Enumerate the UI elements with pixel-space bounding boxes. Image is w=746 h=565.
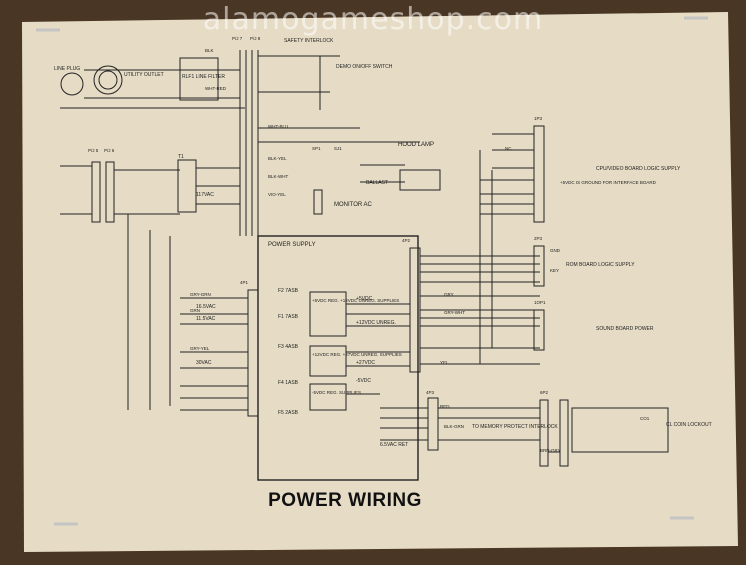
connector-label: 6P2	[540, 390, 549, 395]
label-65vac-ret: 6.5VAC RET	[380, 442, 408, 448]
label-ballast: BALLAST	[366, 180, 388, 186]
label-fuse-f1: F1 7ASB	[278, 314, 299, 320]
label-165vac: 16.5VAC	[196, 304, 216, 310]
label-30vac: 30VAC	[196, 360, 212, 366]
label-power-supply: POWER SUPPLY	[268, 242, 316, 248]
label-line-plug: LINE PLUG	[54, 66, 80, 72]
wire-label: KEY	[550, 268, 559, 273]
watermark: alamogameshop.com	[202, 2, 544, 37]
label-safety-interlock: SAFETY INTERLOCK	[284, 38, 334, 44]
label-reg-12v: +12VDC REG. +27VDC UNREG. SUPPLIES	[312, 352, 402, 357]
label-memory-protect: TO MEMORY PROTECT INTERLOCK	[472, 424, 558, 430]
wire-label: BLK-YEL	[268, 156, 287, 161]
connector-label: 1OP1	[534, 300, 546, 305]
wire-label: BRN-GRY	[540, 448, 561, 453]
label-27vdc: +27VDC	[356, 360, 375, 366]
label-fuse-f2: F2 7ASB	[278, 288, 299, 294]
connector-label: SP1	[312, 146, 321, 151]
label-monitor-ac: MONITOR AC	[334, 202, 373, 208]
connector-label: P/J 5	[88, 148, 99, 153]
label-12vdc-unreg: +12VDC UNREG.	[356, 320, 396, 326]
schematic-lines	[60, 50, 669, 481]
label-115vac: 11.5VAC	[196, 316, 216, 322]
connector-label: SJ1	[334, 146, 342, 151]
wire-label: GRY-WHT	[444, 310, 465, 315]
label-rom-board: ROM BOARD LOGIC SUPPLY	[566, 262, 635, 268]
label-fuse-f4: F4 1ASB	[278, 380, 299, 386]
wire-label: BLK	[205, 48, 214, 53]
label-117vac: 117VAC	[196, 192, 214, 198]
wire-label: GRY-YEL	[190, 346, 210, 351]
wire-label: RED	[440, 404, 450, 409]
label-coin-lockout: CL COIN LOCKOUT	[666, 422, 712, 428]
connector-label: 1P3	[534, 116, 543, 121]
connector-label: P/J 7	[232, 36, 243, 41]
page-title: POWER WIRING	[268, 490, 422, 511]
connector-label: 4P1	[240, 280, 249, 285]
label-fuse-f3: F3 4ASB	[278, 344, 299, 350]
label-line-filter: RLF1 LINE FILTER	[182, 74, 225, 80]
connector-label: P/J 8	[250, 36, 261, 41]
label-m5vdc: -5VDC	[356, 378, 371, 384]
wire-label: WHT-BLU	[268, 124, 288, 129]
label-sound-board: SOUND BOARD POWER	[596, 326, 654, 332]
connector-label: 2P3	[534, 236, 543, 241]
label-t1: T1	[178, 154, 184, 160]
label-5vdc: +5VDC	[356, 296, 373, 302]
wire-label: VIO-YEL	[268, 192, 286, 197]
connector-label: CO1	[640, 416, 650, 421]
connector-label: P/J 6	[104, 148, 115, 153]
wire-label: GND	[550, 248, 561, 253]
label-demo-switch: DEMO ON/OFF SWITCH	[336, 64, 393, 70]
wire-label: YEL	[440, 360, 449, 365]
connector-label: 4P3	[426, 390, 435, 395]
label-fuse-f5: F5 2ASB	[278, 410, 299, 416]
label-cpu-board: CPU/VIDEO BOARD LOGIC SUPPLY	[596, 166, 681, 172]
label-cpu-note: +5VDC IS GROUND FOR INTERFACE BOARD	[560, 180, 657, 185]
wire-label: GRY-GRN	[190, 292, 211, 297]
wire-label: NC	[505, 146, 512, 151]
wire-label: GRY	[444, 292, 454, 297]
wire-label: BLK-WHT	[268, 174, 289, 179]
wire-label: GRN	[190, 308, 200, 313]
paper-sheet	[22, 12, 738, 552]
wire-label: WHT-RED	[205, 86, 227, 91]
label-hood-lamp: HOOD LAMP	[398, 142, 434, 148]
connector-label: 4P2	[402, 238, 411, 243]
label-reg-5v: +5VDC REG. +12VDC UNREG. SUPPLIES	[312, 298, 399, 303]
label-utility-outlet: UTILITY OUTLET	[124, 72, 164, 78]
wire-label: BLK-GRN	[444, 424, 464, 429]
label-reg-m5v: -5VDC REG. SUPPLIES	[312, 390, 361, 395]
